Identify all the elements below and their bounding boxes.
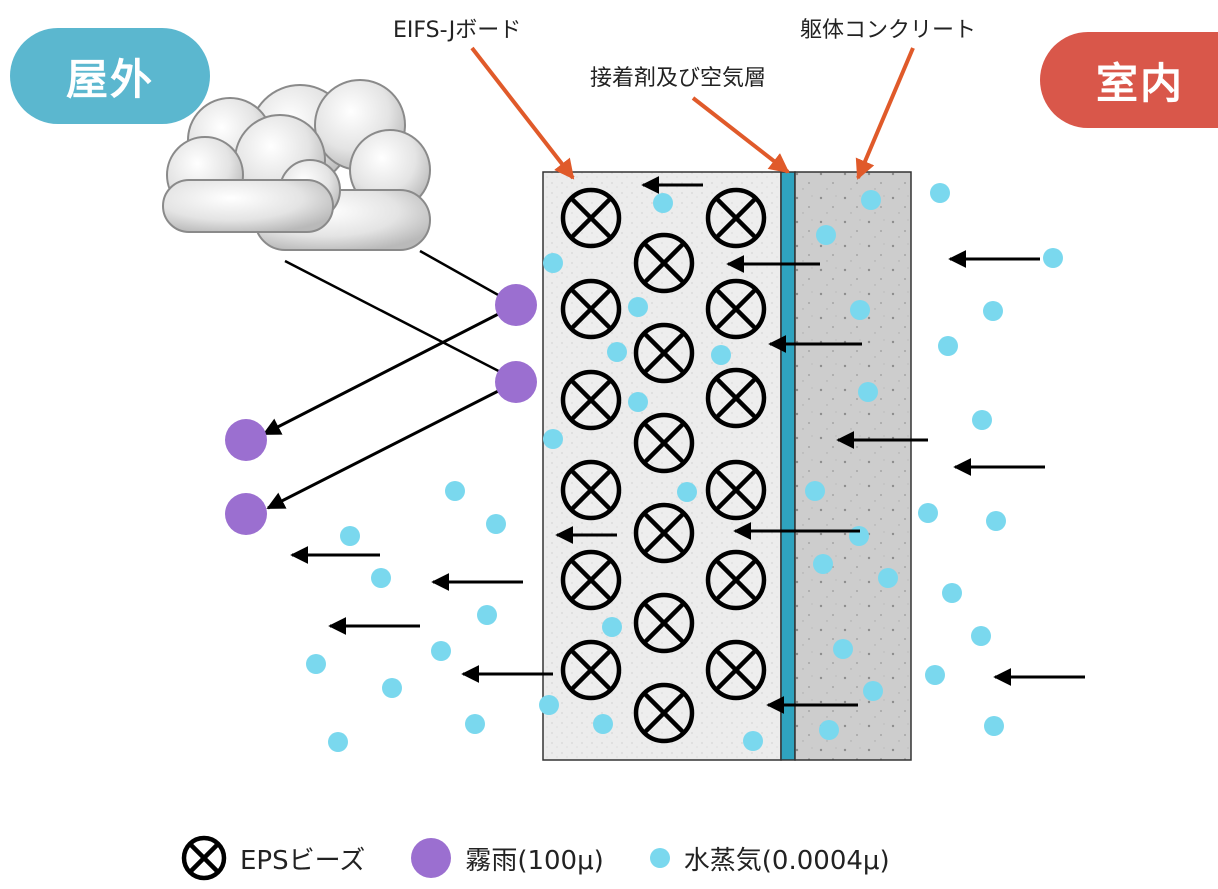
eps-bead-icon [560, 459, 622, 521]
eps-bead-icon [705, 549, 767, 611]
eps-bead-icon [633, 322, 695, 384]
water-vapor-dot-icon [711, 345, 731, 365]
water-vapor-dot-icon [628, 392, 648, 412]
water-vapor-dot-icon [445, 481, 465, 501]
fog-rain-drop-icon [495, 361, 537, 403]
structural-concrete-label: 躯体コンクリート [800, 18, 977, 43]
water-vapor-dot-icon [628, 297, 648, 317]
eps-bead-icon [705, 639, 767, 701]
rebound-arrow-icon [262, 303, 517, 436]
eps-bead-icon [633, 502, 695, 564]
eps-bead-icon [705, 278, 767, 340]
water-vapor-dot-icon [431, 641, 451, 661]
water-vapor-dot-icon [833, 639, 853, 659]
eps-bead-icon [633, 682, 695, 744]
water-vapor-dot-icon [465, 714, 485, 734]
fog-rain-drop-icon [225, 419, 267, 461]
water-vapor-dot-icon [878, 568, 898, 588]
water-vapor-dot-icon [925, 665, 945, 685]
water-vapor-dot-icon [607, 342, 627, 362]
water-vapor-dot-icon [328, 732, 348, 752]
eps-bead-icon [705, 187, 767, 249]
water-vapor-dot-icon [918, 503, 938, 523]
eps-bead-icon [560, 639, 622, 701]
legend-label-water-vapor: 水蒸気(0.0004μ) [683, 845, 890, 876]
water-vapor-dot-icon [593, 714, 613, 734]
water-vapor-dot-icon [306, 654, 326, 674]
water-vapor-dot-icon [816, 225, 836, 245]
concrete-pointer-arrow [855, 47, 915, 180]
water-vapor-dot-icon [983, 301, 1003, 321]
legend-item-eps: EPSビーズ [180, 834, 365, 882]
water-vapor-dot-icon [371, 568, 391, 588]
water-vapor-dot-icon [1043, 248, 1063, 268]
eps-bead-icon [560, 369, 622, 431]
water-vapor-dot-icon [972, 410, 992, 430]
eps-bead-icon [633, 412, 695, 474]
water-vapor-dot-icon [543, 429, 563, 449]
eps-bead-icon [705, 367, 767, 429]
eps-bead-icon [560, 549, 622, 611]
eps-bead-icon [705, 459, 767, 521]
indoor-badge: 室内 [1040, 32, 1218, 128]
cloud-icon [162, 79, 431, 251]
legend-item-fog-rain: 霧雨(100μ) [409, 836, 604, 880]
water-vapor-dot-icon [850, 300, 870, 320]
water-vapor-dot-icon [863, 681, 883, 701]
water-vapor-dot-icon [677, 482, 697, 502]
water-vapor-dot-icon [743, 731, 763, 751]
water-vapor-dot-icon [819, 720, 839, 740]
rain-path-line [284, 259, 517, 382]
water-vapor-dot-icon [602, 617, 622, 637]
rebound-arrow-icon [266, 380, 517, 510]
water-vapor-dot-icon [858, 382, 878, 402]
legend-label-fog-rain: 霧雨(100μ) [465, 845, 604, 876]
water-vapor-dot-icon [486, 514, 506, 534]
water-vapor-dot-icon [861, 190, 881, 210]
fog-rain-drop-icon [495, 284, 537, 326]
water-vapor-dot-icon [340, 526, 360, 546]
water-vapor-dot-icon [813, 554, 833, 574]
eifs-board-label: EIFS-Jボード [393, 18, 522, 43]
water-vapor-dot-icon [382, 678, 402, 698]
eps-bead-icon [633, 232, 695, 294]
eps-bead-icon [633, 592, 695, 654]
water-vapor-dot-icon [984, 716, 1004, 736]
fog-rain-drop-icon [225, 493, 267, 535]
water-vapor-dot-icon [653, 193, 673, 213]
eps-bead-icon [560, 278, 622, 340]
water-vapor-dot-icon [942, 583, 962, 603]
water-vapor-dot-icon [930, 183, 950, 203]
legend-item-water-vapor: 水蒸気(0.0004μ) [648, 840, 890, 877]
concrete-layer [794, 171, 912, 761]
water-vapor-dot-icon [539, 695, 559, 715]
water-vapor-dot-icon [477, 605, 497, 625]
water-vapor-dot-icon [971, 626, 991, 646]
outdoor-badge: 屋外 [10, 28, 210, 124]
adhesive-air-layer [780, 171, 796, 761]
eps-bead-icon [181, 835, 227, 881]
fog-rain-drop-icon [411, 838, 452, 878]
eps-bead-icon [560, 187, 622, 249]
water-vapor-dot-icon [649, 848, 670, 868]
water-vapor-dot-icon [986, 511, 1006, 531]
adhesive-air-layer-label: 接着剤及び空気層 [590, 66, 767, 91]
eifs-board-pointer-arrow [470, 46, 575, 180]
legend: EPSビーズ 霧雨(100μ) 水蒸気(0.0004μ) [180, 830, 934, 886]
water-vapor-dot-icon [543, 253, 563, 273]
adhesive-layer-pointer-arrow [691, 96, 790, 174]
water-vapor-dot-icon [938, 336, 958, 356]
water-vapor-dot-icon [805, 481, 825, 501]
water-vapor-dot-icon [849, 526, 869, 546]
legend-label-eps: EPSビーズ [240, 845, 366, 876]
